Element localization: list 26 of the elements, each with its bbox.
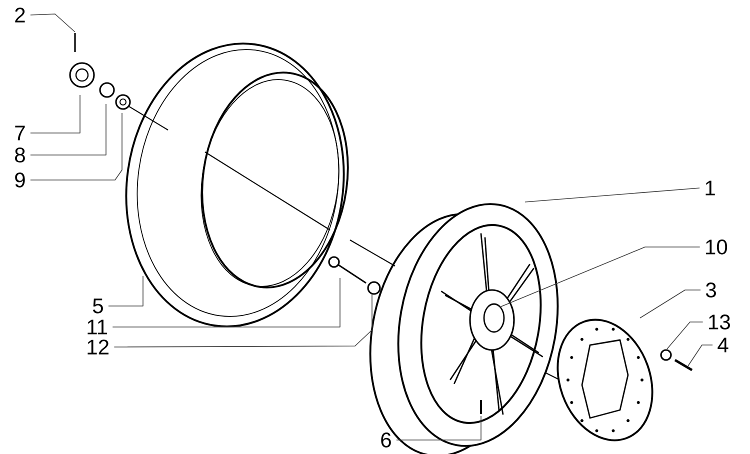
callout-number: 6: [381, 432, 391, 448]
callout-number: 2: [15, 8, 25, 22]
leader-line: [108, 276, 144, 306]
leader-line: [640, 290, 701, 318]
leader-line: [30, 112, 122, 180]
callout-number: 12: [88, 340, 108, 354]
callout-number: 3: [706, 282, 716, 298]
callout-number: 8: [15, 148, 25, 162]
callout-number: 11: [88, 320, 107, 334]
callout-number: 10: [706, 240, 728, 254]
leader-line: [500, 246, 700, 308]
leader-line: [666, 322, 704, 350]
callout-number: 1: [706, 180, 715, 196]
leader-line: [396, 416, 482, 440]
callout-number: 9: [15, 172, 25, 188]
callout-number: 5: [92, 298, 103, 314]
leader-line: [524, 188, 700, 202]
leader-line: [30, 104, 106, 156]
leader-line: [112, 278, 340, 328]
leader-line: [688, 344, 713, 366]
callout-number: 4: [718, 338, 728, 352]
leader-line: [30, 94, 80, 134]
callout-number: 7: [15, 126, 25, 140]
leader-line: [114, 294, 372, 348]
leader-line: [30, 14, 76, 32]
callout-number: 13: [709, 314, 730, 330]
